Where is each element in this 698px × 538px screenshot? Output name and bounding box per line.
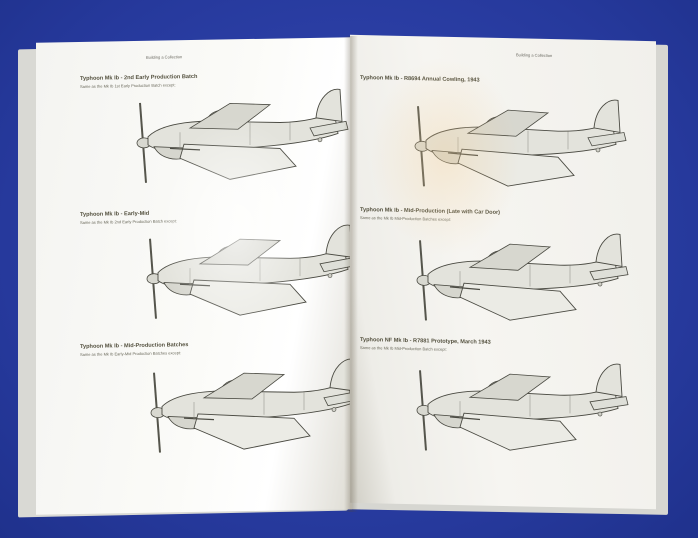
left-section-2: Typhoon Mk Ib - Early-Mid Same as the Mk…	[80, 207, 352, 342]
right-section-1: Typhoon Mk Ib - R8694 Annual Cowling, 19…	[360, 75, 650, 211]
typhoon-side-view-drawing	[415, 228, 630, 326]
section-title: Typhoon Mk Ib - Early-Mid	[80, 210, 150, 218]
section-subtitle: Same as the Mk Ib Mid-Production Batch e…	[360, 345, 447, 352]
section-title: Typhoon Mk Ib - 2nd Early Production Bat…	[80, 73, 198, 82]
typhoon-side-view-drawing	[135, 88, 350, 184]
typhoon-side-view-drawing	[415, 358, 630, 456]
section-title: Typhoon Mk Ib - R8694 Annual Cowling, 19…	[360, 75, 480, 84]
right-running-head: Building a Collection	[516, 52, 553, 59]
book-gutter-shadow	[344, 36, 358, 512]
left-section-3: Typhoon Mk Ib - Mid-Production Batches S…	[80, 339, 352, 474]
typhoon-side-view-drawing	[145, 223, 352, 320]
left-running-head: Building a Collection	[146, 54, 183, 60]
left-section-1: Typhoon Mk Ib - 2nd Early Production Bat…	[80, 71, 352, 206]
section-title: Typhoon Mk Ib - Mid-Production Batches	[80, 342, 189, 350]
right-section-3: Typhoon NF Mk Ib - R7881 Prototype, Marc…	[360, 337, 650, 473]
right-section-2: Typhoon Mk Ib - Mid-Production (Late wit…	[360, 207, 650, 343]
typhoon-side-view-drawing	[149, 357, 352, 454]
open-book: Building a Collection Typhoon Mk Ib - 2n…	[18, 34, 668, 518]
section-subtitle: Same as the Mk Ib Mid-Production Batches…	[360, 215, 451, 222]
right-page: Building a Collection Typhoon Mk Ib - R8…	[350, 34, 656, 510]
typhoon-side-view-drawing	[413, 94, 628, 192]
left-page: Building a Collection Typhoon Mk Ib - 2n…	[36, 37, 352, 515]
